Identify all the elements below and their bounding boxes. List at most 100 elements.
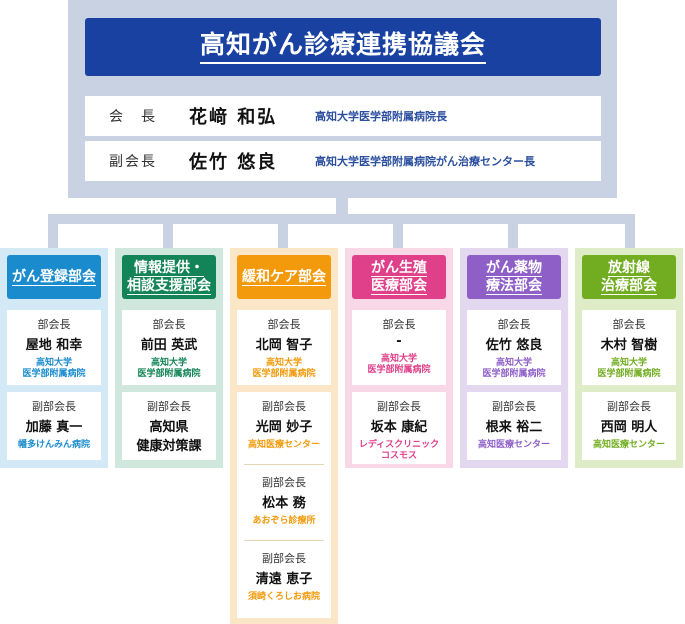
connector-bar (48, 214, 635, 224)
member-affiliation-line: 医学部附属病院 (22, 369, 86, 379)
committee-label: がん薬物療法部会 (486, 259, 542, 296)
member-name: 西岡 明人 (600, 420, 658, 435)
member-name: 屋地 和幸 (25, 338, 83, 353)
member-role: 副部会長 (607, 400, 651, 413)
member-card: 副部会長清遠 恵子須崎くろしお病院 (237, 544, 331, 614)
member-role: 副部会長 (262, 552, 306, 565)
committee-header: 放射線治療部会 (582, 255, 676, 299)
member-affiliation-line: 高知大学 (150, 358, 187, 368)
committee-header: 情報提供・相談支援部会 (122, 255, 216, 299)
member-affiliation-line: 須崎くろしお病院 (247, 592, 320, 602)
member-card: 部会長 - 高知大学医学部附属病院 (352, 310, 446, 385)
member-affiliation-line: 高知大学 (380, 354, 417, 364)
member-affiliation: 高知医療センター (582, 440, 676, 451)
member-role: 部会長 (152, 318, 186, 331)
member-role: 副部会長 (492, 400, 536, 413)
committee-column: 緩和ケア部会部会長北岡 智子高知大学医学部附属病院副部会長光岡 妙子高知医療セン… (230, 248, 338, 624)
member-name: 木村 智樹 (600, 338, 658, 353)
member-card: 副部会長根来 裕二高知医療センター (467, 392, 561, 460)
member-affiliation: 須崎くろしお病院 (237, 592, 331, 603)
member-card: 部会長木村 智樹高知大学医学部附属病院 (582, 310, 676, 385)
connector-drop (393, 214, 403, 248)
member-name: 北岡 智子 (255, 338, 313, 353)
member-affiliation-line: 高知医療センター (477, 440, 550, 450)
member-card: 部会長前田 英武高知大学医学部附属病院 (122, 310, 216, 385)
member-card: 部会長北岡 智子高知大学医学部附属病院 (237, 310, 331, 385)
committee-label-line: 医療部会 (371, 277, 427, 295)
member-card: 副部会長 光岡 妙子高知医療センター (237, 392, 331, 618)
officer-role: 副会長 (109, 154, 157, 170)
connector-drop (625, 214, 635, 248)
member-affiliation-line: 幡多けんみん病院 (17, 440, 90, 450)
member-affiliation-line: コスモス (380, 451, 417, 461)
member-card: 部会長佐竹 悠良高知大学医学部附属病院 (467, 310, 561, 385)
member-affiliation: 高知大学医学部附属病院 (7, 358, 101, 380)
member-affiliation-line: 医学部附属病院 (252, 369, 316, 379)
member-affiliation: 幡多けんみん病院 (7, 440, 101, 451)
connector-drop (278, 214, 288, 248)
member-affiliation: 高知医療センター (237, 440, 331, 451)
member-role: 副部会長 (32, 400, 76, 413)
member-name: 松本 務 (262, 496, 306, 511)
committee-label-line: 情報提供・ (134, 259, 204, 277)
officer-affiliation: 高知大学医学部附属病院長 (315, 110, 447, 123)
member-card: 副部会長高知県健康対策課 (122, 392, 216, 460)
committee-header: がん登録部会 (7, 255, 101, 299)
member-name: 高知県 (149, 420, 189, 435)
member-affiliation-line: 医学部附属病院 (367, 365, 431, 375)
member-affiliation-line: 高知大学 (265, 358, 302, 368)
member-role: 副部会長 (147, 400, 191, 413)
member-affiliation: 高知大学医学部附属病院 (582, 358, 676, 380)
member-affiliation: 高知大学医学部附属病院 (467, 358, 561, 380)
member-role: 部会長 (612, 318, 646, 331)
member-role: 副部会長 (262, 476, 306, 489)
officer-name: 花﨑 和弘 (189, 107, 278, 128)
member-affiliation-line: 高知医療センター (592, 440, 665, 450)
committee-label-line: 緩和ケア部会 (242, 268, 326, 286)
member-affiliation: 高知大学医学部附属病院 (122, 358, 216, 380)
member-role: 部会長 (382, 318, 416, 331)
member-name: 光岡 妙子 (255, 420, 313, 435)
committee-label-line: がん薬物 (486, 259, 542, 277)
member-card: 副部会長松本 務あおぞら診療所 (237, 468, 331, 538)
committee-label-line: がん登録部会 (12, 268, 96, 286)
member-affiliation-line: 高知大学 (35, 358, 72, 368)
member-name: 佐竹 悠良 (485, 338, 543, 353)
member-affiliation-line: あおぞら診療所 (252, 516, 316, 526)
officer-row-vice-chair: 副会長 佐竹 悠良 高知大学医学部附属病院がん治療センター長 (85, 141, 601, 181)
committee-header: がん薬物療法部会 (467, 255, 561, 299)
committee-label-line: 相談支援部会 (127, 277, 211, 295)
committee-label: 放射線治療部会 (601, 259, 657, 296)
member-name: 加藤 真一 (25, 420, 83, 435)
connector-drop (163, 214, 173, 248)
committee-column: がん薬物療法部会部会長佐竹 悠良高知大学医学部附属病院副部会長根来 裕二高知医療… (460, 248, 568, 468)
committee-header: 緩和ケア部会 (237, 255, 331, 299)
member-name: 清遠 恵子 (255, 572, 313, 587)
member-affiliation: 高知大学医学部附属病院 (237, 358, 331, 380)
officer-role: 会 長 (109, 109, 157, 125)
member-affiliation-line: 高知医療センター (247, 440, 320, 450)
connector-drop (508, 214, 518, 248)
member-name: 坂本 康紀 (370, 420, 428, 435)
council-title-text: 高知がん診療連携協議会 (199, 30, 486, 64)
member-card: 副部会長加藤 真一幡多けんみん病院 (7, 392, 101, 460)
member-affiliation-line: 高知大学 (495, 358, 532, 368)
committee-label: がん生殖医療部会 (371, 259, 427, 296)
committee-label-line: がん生殖 (371, 259, 427, 277)
committee-label-line: 放射線 (608, 259, 650, 277)
member-affiliation: 高知医療センター (467, 440, 561, 451)
member-affiliation: レディスクリニックコスモス (352, 440, 446, 462)
member-affiliation: あおぞら診療所 (237, 516, 331, 527)
officer-affiliation: 高知大学医学部附属病院がん治療センター長 (315, 155, 535, 168)
member-role: 副部会長 (377, 400, 421, 413)
member-name: 健康対策課 (136, 439, 202, 454)
member-affiliation-line: 医学部附属病院 (482, 369, 546, 379)
member-name: - (396, 334, 402, 349)
member-card: 副部会長西岡 明人高知医療センター (582, 392, 676, 460)
member-card: 部会長屋地 和幸高知大学医学部附属病院 (7, 310, 101, 385)
officer-row-chair: 会 長 花﨑 和弘 高知大学医学部附属病院長 (85, 96, 601, 136)
member-role: 部会長 (497, 318, 531, 331)
officer-name: 佐竹 悠良 (189, 152, 278, 173)
member-card: 副部会長坂本 康紀レディスクリニックコスモス (352, 392, 446, 464)
member-divider (244, 540, 324, 541)
